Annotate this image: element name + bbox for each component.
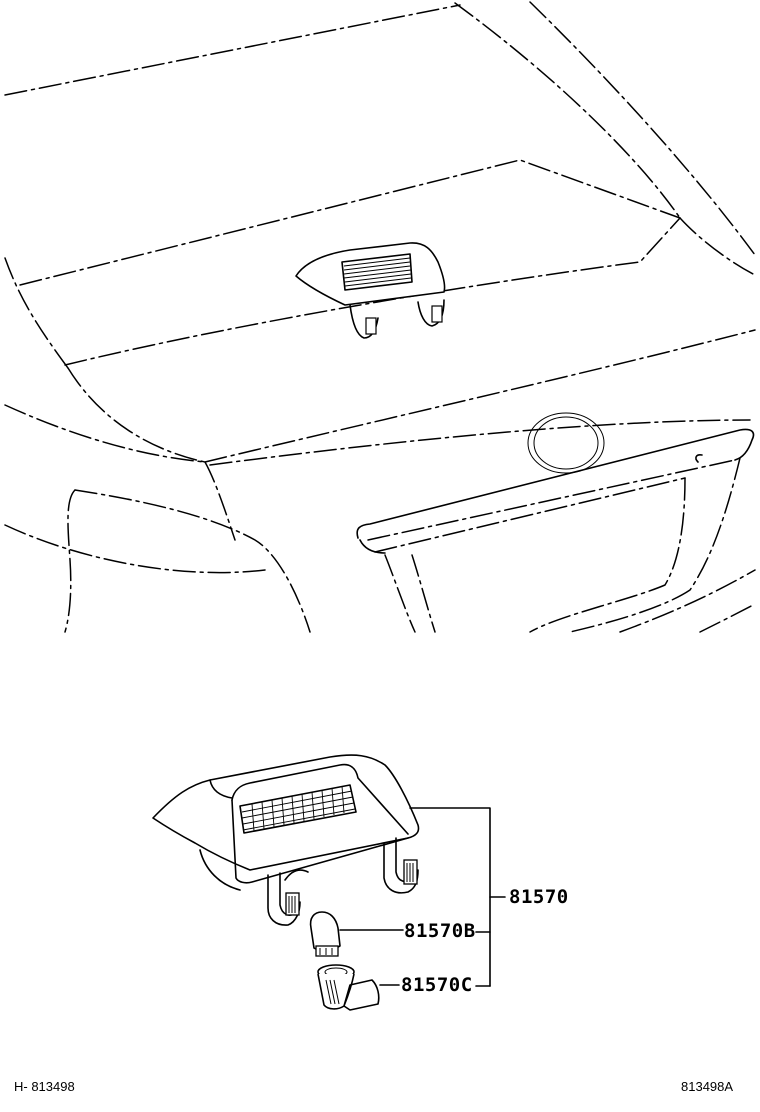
figure-code-right: 813498A	[681, 1079, 734, 1094]
stop-lamp-installed	[295, 242, 446, 339]
callout-81570: 81570	[509, 886, 569, 908]
car-rear-view	[4, 1, 756, 633]
bulb-81570B	[309, 911, 341, 957]
stop-lamp-exploded	[152, 754, 506, 1011]
callout-81570C: 81570C	[401, 974, 473, 996]
callout-81570B: 81570B	[404, 920, 476, 942]
figure-code-left: H- 813498	[14, 1079, 75, 1094]
socket-81570C	[317, 964, 380, 1011]
